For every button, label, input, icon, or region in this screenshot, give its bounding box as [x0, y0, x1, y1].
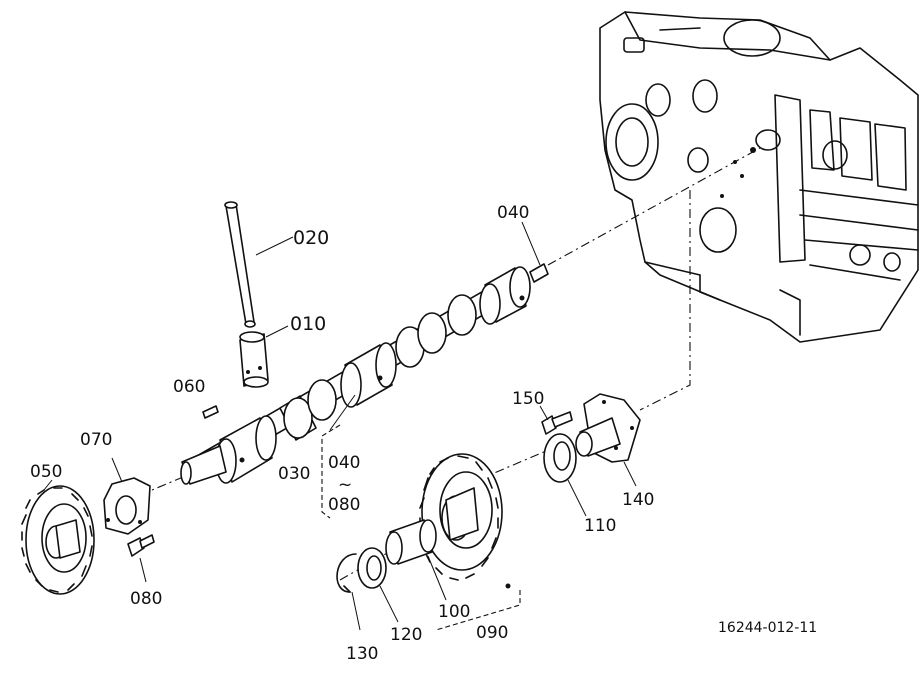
label-010: 010 — [290, 313, 326, 335]
label-030: 030 — [278, 464, 310, 484]
thrust-plate-070 — [103, 457, 151, 535]
label-020: 020 — [293, 227, 329, 249]
label-130: 130 — [346, 644, 378, 664]
circlip-130 — [336, 553, 361, 631]
label-tilde: ~ — [338, 475, 352, 495]
key-060 — [202, 405, 219, 419]
camshaft-030 — [180, 266, 531, 485]
bolt-150 — [539, 405, 573, 435]
bushing-100 — [385, 519, 447, 601]
idler-shaft-140 — [575, 393, 641, 487]
washer-110 — [543, 433, 587, 517]
plug-040 — [521, 221, 549, 283]
tappet-010 — [239, 325, 289, 388]
cam-gear-050 — [21, 479, 95, 595]
label-140: 140 — [622, 490, 654, 510]
engine-block — [599, 11, 919, 343]
collar-120 — [357, 547, 399, 623]
label-090: 090 — [476, 623, 508, 643]
label-040-mid: 040 — [328, 453, 360, 473]
label-150: 150 — [512, 389, 544, 409]
label-080-low: 080 — [130, 589, 162, 609]
label-050: 050 — [30, 462, 62, 482]
reference-number: 16244-012-11 — [718, 620, 817, 636]
label-080-mid: 080 — [328, 495, 360, 515]
callout-bracket-030 — [321, 424, 341, 519]
label-120: 120 — [390, 625, 422, 645]
label-110: 110 — [584, 516, 616, 536]
label-070: 070 — [80, 430, 112, 450]
bolt-080 — [127, 534, 155, 583]
push-rod-020 — [224, 201, 294, 328]
idler-gear-090 — [419, 453, 521, 631]
label-040-top: 040 — [497, 203, 529, 223]
label-100: 100 — [438, 602, 470, 622]
label-060: 060 — [173, 377, 205, 397]
